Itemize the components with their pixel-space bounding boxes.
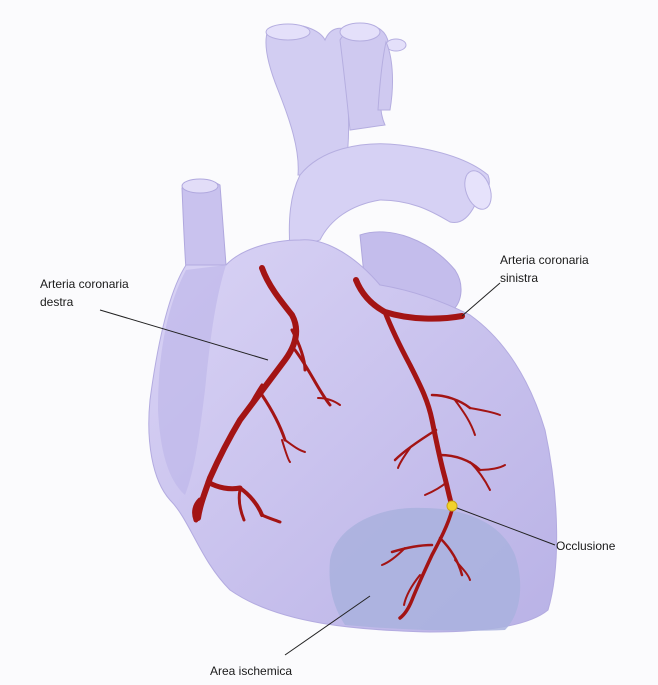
- label-left-coronary-line1: Arteria coronaria: [500, 253, 589, 267]
- occlusion-marker: [447, 501, 457, 511]
- label-right-coronary-line1: Arteria coronaria: [40, 277, 129, 291]
- label-occlusion: Occlusione: [556, 539, 616, 553]
- label-right-coronary-line2: destra: [40, 295, 74, 309]
- label-left-coronary-line2: sinistra: [500, 271, 538, 285]
- label-ischemic-area: Area ischemica: [210, 664, 292, 678]
